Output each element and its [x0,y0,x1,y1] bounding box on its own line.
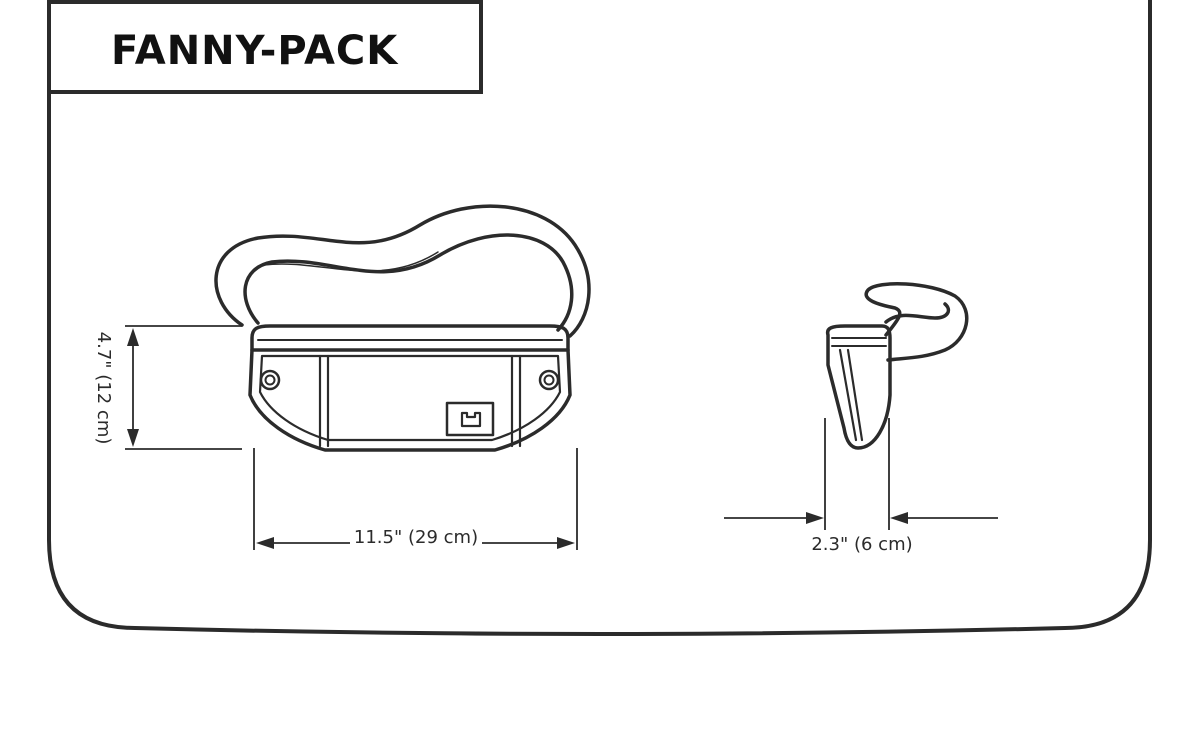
grommet-left [259,369,281,391]
fanny-pack-front-view [214,204,591,452]
width-dimension [253,448,578,550]
strap-inner-edge [263,251,439,272]
fanny-pack-side-view [825,282,969,450]
title-box: FANNY-PACK [47,0,483,94]
pack-body [248,348,572,452]
side-body [825,324,892,450]
height-dimension [125,325,242,450]
depth-label: 2.3" (6 cm) [811,534,912,555]
page-title: FANNY-PACK [111,28,399,74]
grommet-right [538,369,560,391]
width-label: 11.5" (29 cm) [354,527,478,548]
depth-dimension [724,418,998,530]
zipper-band [250,324,570,352]
side-panel [838,348,864,442]
pack-inner-panel [258,354,562,442]
side-strap [864,282,969,362]
height-label: 4.7" (12 cm) [93,332,114,445]
logo-mark [460,411,482,428]
outer-frame [47,0,1152,636]
logo-patch [445,401,495,437]
strap [214,204,591,338]
